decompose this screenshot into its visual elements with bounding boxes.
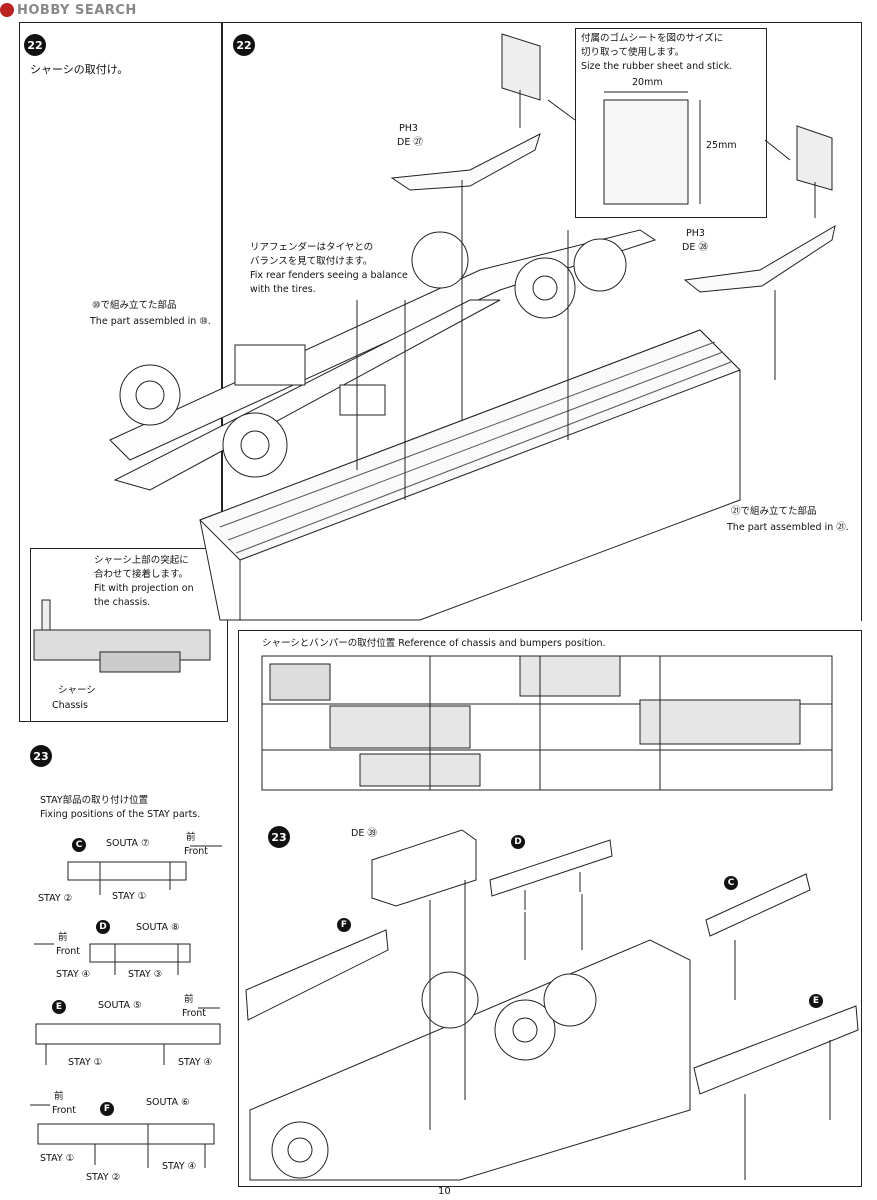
main-letter-f: F xyxy=(337,918,351,932)
watermark-logo: HOBBY SEARCH xyxy=(0,0,137,20)
stay-diagram-d xyxy=(34,943,191,975)
f-stay-b: STAY ② xyxy=(86,1172,121,1183)
rubber-piece-left xyxy=(501,33,541,101)
assembled21-en: The part assembled in ㉑. xyxy=(727,522,849,533)
assembly-arrows xyxy=(356,180,776,500)
chassis-frame xyxy=(109,229,657,491)
inset-note-en-1: Fit with projection on xyxy=(94,583,194,594)
chassis-label-ja: シャーシ xyxy=(58,685,96,696)
trailer-box xyxy=(199,329,741,621)
step22-number-left: 22 xyxy=(24,34,46,56)
rubber-piece-right xyxy=(796,125,833,191)
inset-note-ja-1: シャーシ上部の突起に xyxy=(94,555,189,566)
de39-label: DE ㊴ xyxy=(351,828,377,839)
fender-right xyxy=(683,224,836,293)
step23-chassis xyxy=(249,939,691,1181)
step23-bumper-e xyxy=(693,1005,859,1095)
page-number: 10 xyxy=(438,1186,451,1197)
fender-note-ja-2: バランスを見て取付けます。 xyxy=(250,256,373,267)
e-stay-b: STAY ④ xyxy=(178,1057,213,1068)
d-stay-b: STAY ③ xyxy=(128,969,163,980)
step22-left-caption: シャーシの取付け。 xyxy=(30,63,129,76)
step22-number-main: 22 xyxy=(233,34,255,56)
inset-note-ja-2: 合わせて接着します。 xyxy=(94,569,189,580)
fender-left xyxy=(390,133,541,191)
fender-note-en-2: with the tires. xyxy=(250,284,316,295)
part-letter-f: F xyxy=(100,1102,114,1116)
callout-pointer xyxy=(547,99,791,161)
stay-diagram-f xyxy=(30,1104,215,1168)
part-right-ph: PH3 xyxy=(686,228,705,239)
e-stay-a: STAY ① xyxy=(68,1057,103,1068)
e-front-en: Front xyxy=(182,1008,207,1019)
logo-dot-icon xyxy=(0,3,14,17)
f-front-en: Front xyxy=(52,1105,77,1116)
inset-note-en-2: the chassis. xyxy=(94,597,151,608)
chassis-label-en: Chassis xyxy=(52,700,88,711)
fender-note-ja-1: リアフェンダーはタイヤとの xyxy=(250,242,374,253)
rubber-sheet-square xyxy=(603,99,689,205)
c-front-en: Front xyxy=(184,846,209,857)
stay-title-en: Fixing positions of the STAY parts. xyxy=(40,809,201,820)
f-front-ja: 前 xyxy=(54,1091,64,1102)
assembled10-en: The part assembled in ⑩. xyxy=(90,316,211,327)
d-souta: SOUTA ⑧ xyxy=(136,922,180,933)
d-front-en: Front xyxy=(56,946,81,957)
main-letter-d: D xyxy=(511,835,525,849)
dim-height-label: 25mm xyxy=(706,140,737,151)
part-letter-e: E xyxy=(52,1000,66,1014)
fender-note-en-1: Fix rear fenders seeing a balance xyxy=(250,270,408,281)
step23-number-left: 23 xyxy=(30,745,52,767)
part-right-de: DE ㉘ xyxy=(682,242,708,253)
f-souta: SOUTA ⑥ xyxy=(146,1097,190,1108)
step23-assembly-arrows xyxy=(429,880,831,1180)
rubber-note-ja-1: 付属のゴムシートを図のサイズに xyxy=(581,33,724,44)
step23-de39-part xyxy=(371,829,477,907)
reference-plan xyxy=(261,655,833,791)
part-letter-c: C xyxy=(72,838,86,852)
stay-diagram-e xyxy=(35,1007,221,1065)
f-stay-a: STAY ① xyxy=(40,1153,75,1164)
assembled21-ja: ㉑で組み立てた部品 xyxy=(731,506,817,517)
reference-caption: シャーシとバンパーの取付位置 Reference of chassis and … xyxy=(262,638,606,649)
c-souta: SOUTA ⑦ xyxy=(106,838,150,849)
step23-number-main: 23 xyxy=(268,826,290,848)
d-front-ja: 前 xyxy=(58,932,68,943)
assembled10-ja: ⑩で組み立てた部品 xyxy=(92,300,177,311)
step23-bumper-c xyxy=(705,873,811,937)
stay-diagram-c xyxy=(67,845,222,895)
e-souta: SOUTA ⑤ xyxy=(98,1000,142,1011)
part-left-ph: PH3 xyxy=(399,123,418,134)
step23-bumper-f xyxy=(245,929,389,1021)
main-letter-c: C xyxy=(724,876,738,890)
d-stay-a: STAY ④ xyxy=(56,969,91,980)
f-stay-c: STAY ④ xyxy=(162,1161,197,1172)
c-stay-a: STAY ② xyxy=(38,893,73,904)
c-stay-b: STAY ① xyxy=(112,891,147,902)
e-front-ja: 前 xyxy=(184,994,194,1005)
dim-width-label: 20mm xyxy=(632,77,663,88)
inset-chassis-detail xyxy=(33,599,211,673)
rubber-note-en: Size the rubber sheet and stick. xyxy=(581,61,733,72)
watermark-text: HOBBY SEARCH xyxy=(17,2,137,18)
rubber-note-ja-2: 切り取って使用します。 xyxy=(581,47,685,58)
c-front-ja: 前 xyxy=(186,832,196,843)
trailer-floor-slats xyxy=(219,341,732,554)
step23-bumper-d xyxy=(489,839,613,910)
part-left-de: DE ㉗ xyxy=(397,137,423,148)
main-letter-e: E xyxy=(809,994,823,1008)
stay-title-ja: STAY部品の取り付け位置 xyxy=(40,795,149,806)
part-letter-d: D xyxy=(96,920,110,934)
